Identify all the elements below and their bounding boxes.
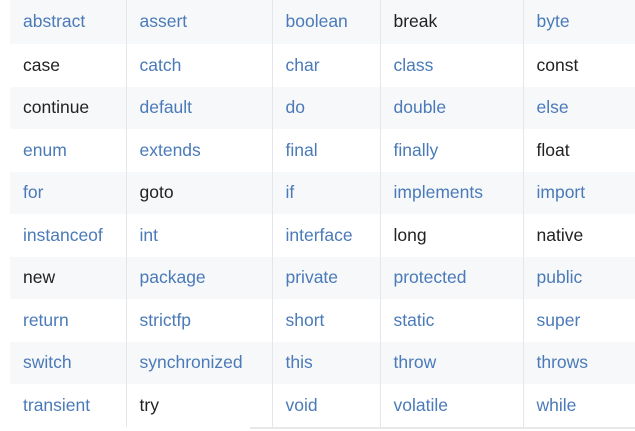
keyword-link[interactable]: import xyxy=(523,171,635,214)
bottom-divider xyxy=(250,427,635,429)
keyword-link[interactable]: for xyxy=(10,171,127,214)
keyword-link[interactable]: int xyxy=(126,214,273,257)
keyword-link[interactable]: throw xyxy=(380,341,524,384)
keyword-link[interactable]: final xyxy=(272,129,381,172)
keyword-link[interactable]: protected xyxy=(380,256,524,299)
keyword-text: goto xyxy=(126,171,273,214)
keyword-link[interactable]: public xyxy=(523,256,635,299)
keyword-link[interactable]: default xyxy=(126,86,273,129)
keyword-text: try xyxy=(126,384,273,427)
keyword-link[interactable]: interface xyxy=(272,214,381,257)
keyword-link[interactable]: extends xyxy=(126,129,273,172)
keyword-link[interactable]: switch xyxy=(10,341,127,384)
keyword-link[interactable]: volatile xyxy=(380,384,524,427)
keyword-link[interactable]: catch xyxy=(126,44,273,87)
keyword-link[interactable]: double xyxy=(380,86,524,129)
keyword-link[interactable]: strictfp xyxy=(126,299,273,342)
keyword-text: break xyxy=(380,0,524,44)
keyword-link[interactable]: instanceof xyxy=(10,214,127,257)
keyword-text: float xyxy=(536,139,570,160)
keyword-link[interactable]: return xyxy=(10,299,127,342)
keyword-link[interactable]: class xyxy=(380,44,524,87)
keyword-link[interactable]: package xyxy=(126,256,273,299)
keyword-text: continue xyxy=(10,86,127,129)
keyword-link[interactable]: if xyxy=(272,171,381,214)
keyword-link[interactable]: char xyxy=(272,44,381,87)
keyword-link[interactable]: this xyxy=(272,341,381,384)
keyword-link[interactable]: super xyxy=(536,309,581,330)
keyword-link[interactable]: assert xyxy=(126,0,273,44)
keyword-link[interactable]: short xyxy=(272,299,381,342)
keyword-text: case xyxy=(10,44,127,87)
keyword-link[interactable]: implements xyxy=(380,171,524,214)
keyword-link[interactable]: finally xyxy=(380,129,524,172)
keyword-link[interactable]: private xyxy=(272,256,381,299)
keyword-link[interactable]: throws xyxy=(523,341,635,384)
keyword-link[interactable]: abstract xyxy=(10,0,127,44)
keyword-text: new xyxy=(10,256,127,299)
keyword-link[interactable]: do xyxy=(272,86,381,129)
keyword-text: const xyxy=(536,54,579,75)
keyword-link[interactable]: static xyxy=(380,299,524,342)
keyword-link[interactable]: void xyxy=(272,384,381,427)
keyword-link[interactable]: enum xyxy=(10,129,127,172)
keyword-link[interactable]: while xyxy=(536,394,577,415)
keyword-link[interactable]: boolean xyxy=(272,0,381,44)
keyword-link[interactable]: synchronized xyxy=(126,341,273,384)
keyword-link[interactable]: byte xyxy=(523,0,635,44)
keyword-link[interactable]: transient xyxy=(10,384,127,427)
keyword-text: long xyxy=(380,214,524,257)
keyword-text: native xyxy=(536,224,584,245)
keyword-link[interactable]: else xyxy=(523,86,635,129)
